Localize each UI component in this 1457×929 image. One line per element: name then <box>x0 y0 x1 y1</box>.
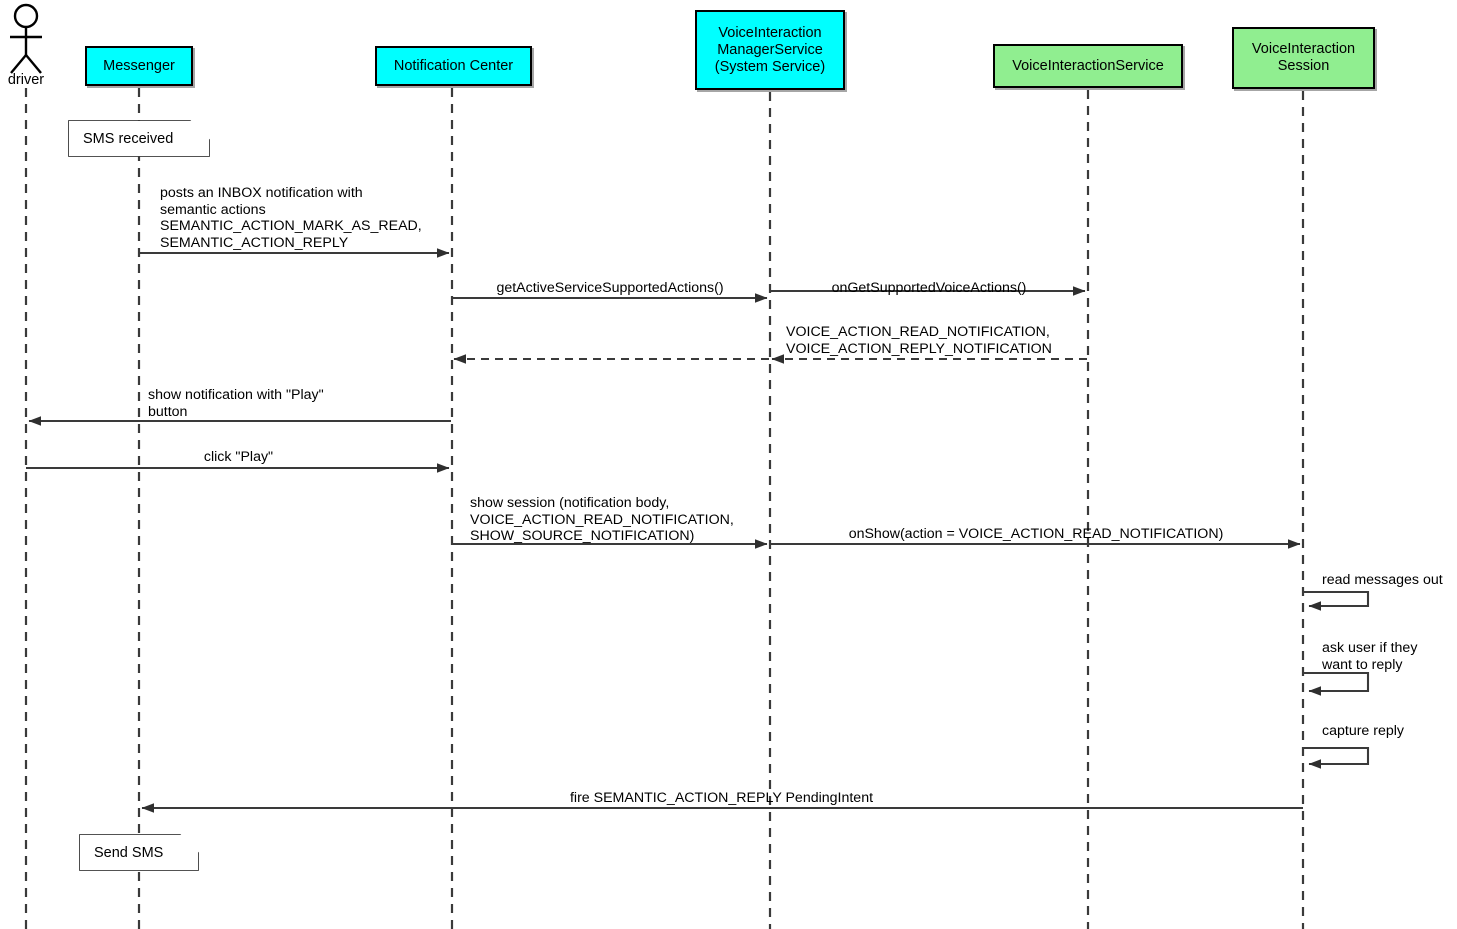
label-show-session: show session (notification body, VOICE_A… <box>470 495 734 544</box>
participant-voice-interaction-manager-service[interactable]: VoiceInteraction ManagerService (System … <box>695 10 845 90</box>
label-self-ask-user-reply: ask user if they want to reply <box>1322 640 1418 673</box>
label-on-show: onShow(action = VOICE_ACTION_READ_NOTIFI… <box>848 526 1224 542</box>
driver-actor-figure <box>10 3 42 74</box>
participant-notification-center[interactable]: Notification Center <box>375 46 532 86</box>
label-on-get-supported-voice-actions: onGetSupportedVoiceActions() <box>831 280 1027 296</box>
participant-voice-interaction-session[interactable]: VoiceInteraction Session <box>1232 27 1375 89</box>
label-return-voice-actions: VOICE_ACTION_READ_NOTIFICATION, VOICE_AC… <box>786 324 1052 357</box>
lifelines <box>24 88 1305 929</box>
message-arrows <box>26 248 1303 813</box>
label-click-play: click "Play" <box>203 449 274 465</box>
label-fire-semantic-action-reply: fire SEMANTIC_ACTION_REPLY PendingIntent <box>569 790 874 806</box>
label-post-inbox-notification: posts an INBOX notification with semanti… <box>160 185 422 251</box>
label-self-capture-reply: capture reply <box>1322 723 1405 739</box>
self-call-arrows <box>1303 590 1370 769</box>
label-show-notification-play: show notification with "Play" button <box>148 387 324 420</box>
participant-voice-interaction-service[interactable]: VoiceInteractionService <box>993 44 1183 88</box>
driver-actor-label: driver <box>7 72 45 88</box>
note-sms-received: SMS received <box>69 121 209 156</box>
note-send-sms: Send SMS <box>80 835 198 870</box>
label-self-read-messages-out: read messages out <box>1322 572 1443 588</box>
self-call-read-messages-out <box>1303 590 1370 611</box>
label-get-active-service-supported-actions: getActiveServiceSupportedActions() <box>496 280 724 296</box>
self-call-ask-user-reply <box>1303 671 1370 696</box>
self-call-capture-reply <box>1303 746 1370 769</box>
participant-messenger[interactable]: Messenger <box>85 46 193 86</box>
